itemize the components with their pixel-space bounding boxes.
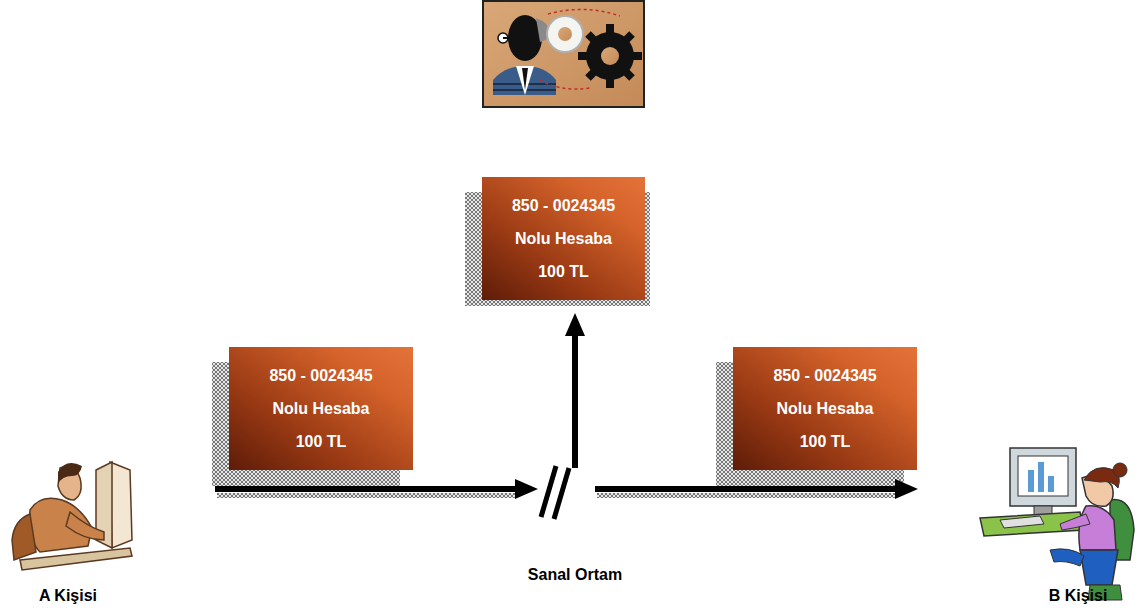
message-text: 100 TL <box>538 262 589 282</box>
message-text: 100 TL <box>296 432 347 452</box>
sender-label: A Kişisi <box>39 586 97 606</box>
receiver-label: B Kişisi <box>1049 586 1108 606</box>
message-text: Nolu Hesaba <box>515 229 612 249</box>
intercepted-message-box: 850 - 0024345Nolu Hesaba 100 TL <box>482 177 645 300</box>
person-b-figure <box>980 448 1134 600</box>
message-text: Nolu Hesaba <box>777 399 874 419</box>
flow-arrow <box>595 479 918 499</box>
message-text: 850 - 0024345 <box>269 366 372 386</box>
message-text: 850 - 0024345 <box>512 196 615 216</box>
intercept-arrow <box>565 313 585 468</box>
message-text: 850 - 0024345 <box>773 366 876 386</box>
message-text: Nolu Hesaba <box>273 399 370 419</box>
medium-label: Sanal Ortam <box>528 565 622 585</box>
flow-arrow <box>215 479 538 499</box>
person-a-figure <box>12 462 132 570</box>
received-message-box: 850 - 0024345Nolu Hesaba 100 TL <box>733 347 917 470</box>
message-text: 100 TL <box>800 432 851 452</box>
hacker-icon <box>483 1 644 107</box>
sent-message-box: 850 - 0024345Nolu Hesaba 100 TL <box>229 347 413 470</box>
break-symbol <box>541 466 569 519</box>
